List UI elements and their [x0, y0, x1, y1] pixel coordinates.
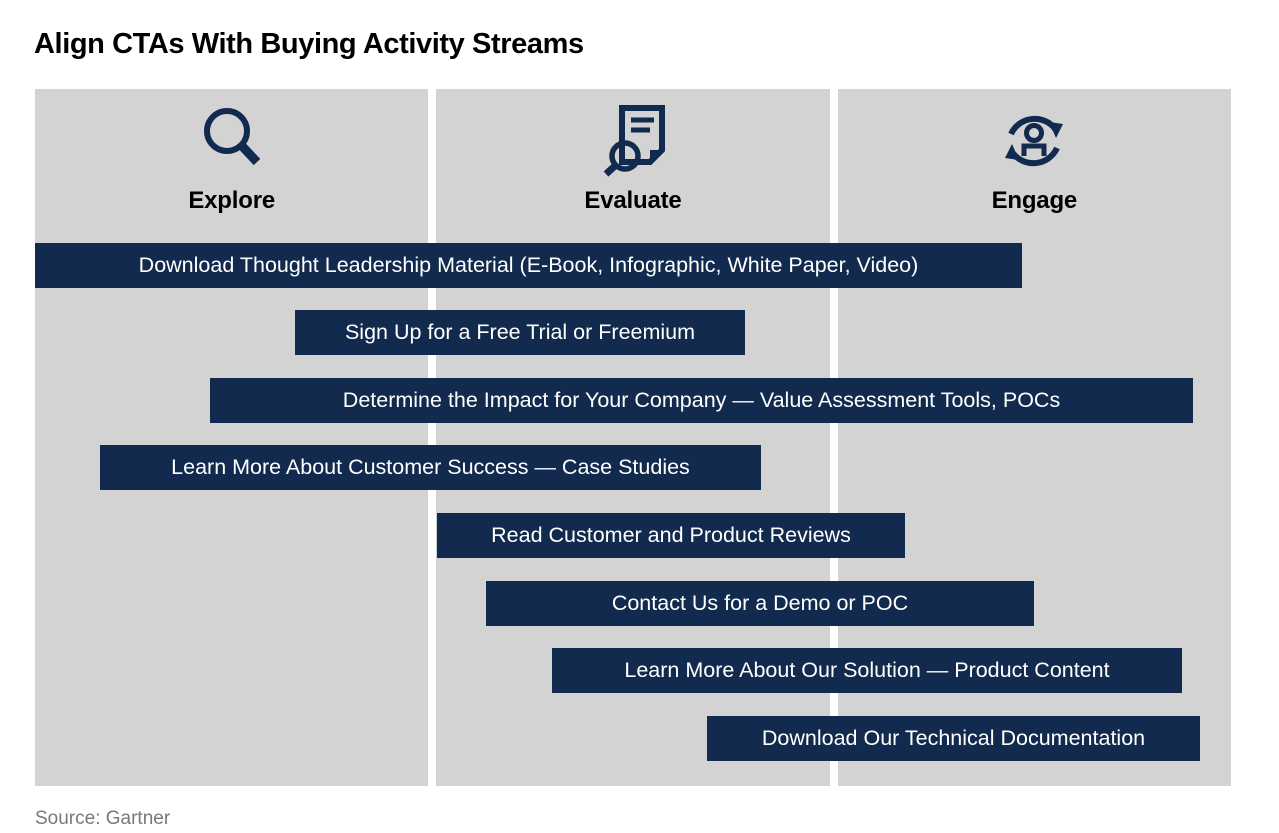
stage-label-engage: Engage — [991, 187, 1078, 214]
person-cycle-icon — [997, 103, 1071, 179]
figure-title: Align CTAs With Buying Activity Streams — [34, 28, 584, 60]
stage-column-engage: Engage — [837, 89, 1231, 786]
source-note: Source: Gartner — [35, 808, 171, 829]
stage-column-explore: Explore — [35, 89, 429, 786]
stage-columns: Explore Evaluate — [35, 89, 1231, 786]
stage-label-explore: Explore — [188, 187, 275, 214]
stage-column-evaluate: Evaluate — [436, 89, 830, 786]
document-magnifier-icon — [598, 103, 668, 179]
stage-label-evaluate: Evaluate — [584, 187, 682, 214]
magnifier-icon — [199, 103, 265, 179]
